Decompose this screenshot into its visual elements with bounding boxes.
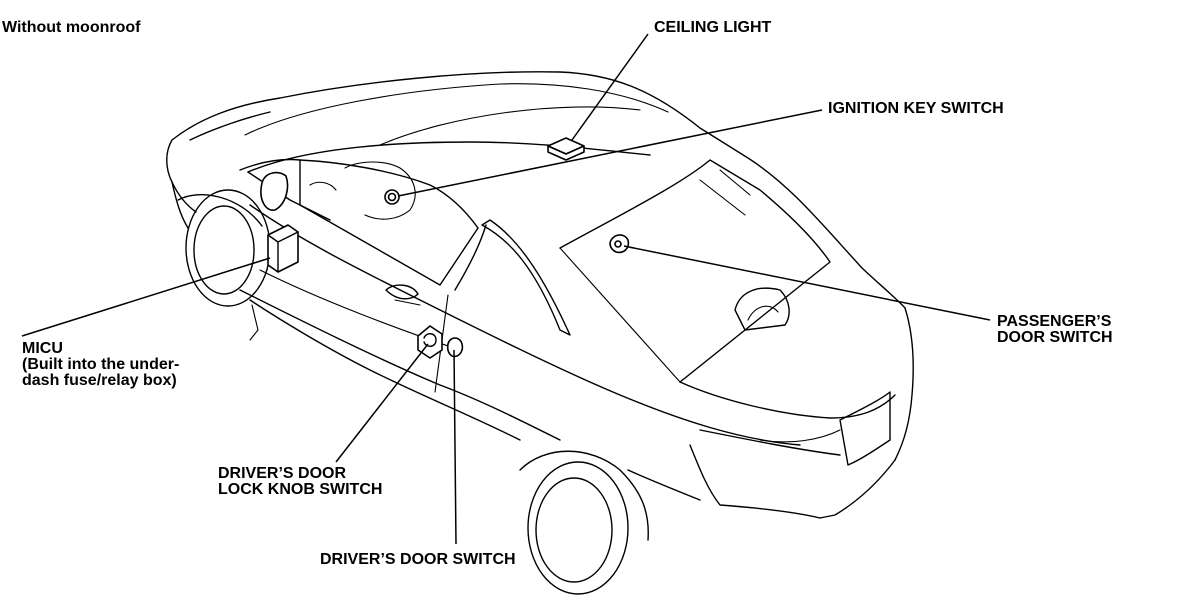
label-passenger-door-switch-line1: PASSENGER’S	[997, 313, 1112, 330]
ceiling-light-icon	[547, 137, 585, 161]
label-micu-line1: MICU	[22, 340, 63, 357]
driver-door-switch-icon	[446, 337, 464, 358]
leader-ceiling-light	[571, 33, 649, 141]
side-mirror-icon	[260, 171, 289, 211]
leader-door-switch	[453, 349, 457, 545]
label-lock-knob-switch-line1: DRIVER’S DOOR	[218, 465, 346, 482]
leader-lock-knob	[335, 343, 429, 463]
label-ignition-key-switch: IGNITION KEY SWITCH	[828, 100, 1004, 117]
label-micu-line3: dash fuse/relay box)	[22, 372, 177, 389]
leader-ignition-key	[397, 109, 823, 197]
label-ceiling-light: CEILING LIGHT	[654, 19, 772, 36]
label-lock-knob-switch-line2: LOCK KNOB SWITCH	[218, 481, 382, 498]
label-micu-line2: (Built into the under-	[22, 356, 179, 373]
leader-lines	[21, 33, 991, 545]
label-passenger-door-switch-line2: DOOR SWITCH	[997, 329, 1113, 346]
diagram-heading: Without moonroof	[2, 19, 141, 36]
label-driver-door-switch: DRIVER’S DOOR SWITCH	[320, 551, 516, 568]
micu-box-icon	[267, 224, 299, 273]
leader-micu	[21, 257, 271, 337]
passenger-door-switch-icon	[609, 234, 630, 254]
ignition-key-switch-icon	[384, 189, 400, 205]
car-body-outline	[166, 71, 914, 595]
leader-passenger-door	[623, 245, 991, 321]
